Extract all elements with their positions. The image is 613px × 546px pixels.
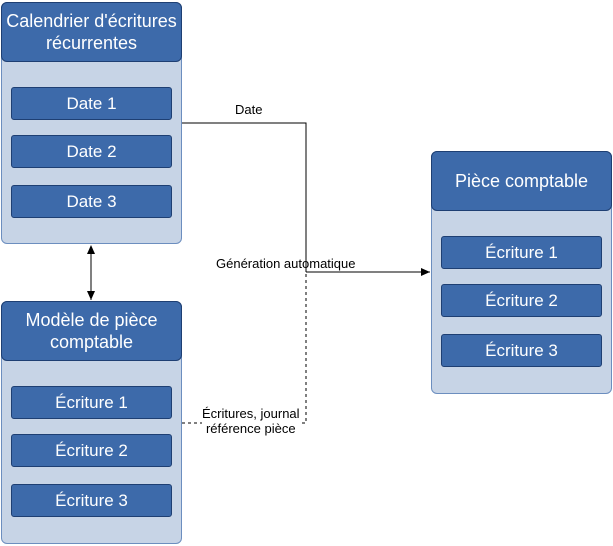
ecritures-edge-label: Écritures, journal référence pièce [202, 406, 300, 436]
model-container: Modèle de pièce comptable Écriture 1 Écr… [1, 301, 182, 544]
model-title-line1: Modèle de pièce [25, 310, 158, 330]
piece-item-ecriture-2: Écriture 2 [441, 284, 602, 317]
model-item-ecriture-2: Écriture 2 [11, 434, 172, 467]
calendar-item-date-1: Date 1 [11, 87, 172, 120]
model-item-ecriture-3: Écriture 3 [11, 484, 172, 517]
model-header: Modèle de pièce comptable [1, 301, 182, 361]
model-item-ecriture-1: Écriture 1 [11, 386, 172, 419]
model-title-line2: comptable [49, 332, 134, 352]
ecritures-edge [182, 272, 307, 424]
calendar-header: Calendrier d'écritures récurrentes [1, 2, 182, 62]
calendar-item-date-3: Date 3 [11, 185, 172, 218]
calendar-container: Calendrier d'écritures récurrentes Date … [1, 2, 182, 244]
piece-title: Pièce comptable [454, 171, 589, 191]
piece-header: Pièce comptable [431, 151, 612, 211]
piece-item-ecriture-1: Écriture 1 [441, 236, 602, 269]
piece-item-ecriture-3: Écriture 3 [441, 334, 602, 367]
generation-edge-label: Génération automatique [216, 256, 356, 271]
calendar-item-date-2: Date 2 [11, 135, 172, 168]
piece-container: Pièce comptable Écriture 1 Écriture 2 Éc… [431, 151, 612, 394]
date-edge-label: Date [235, 102, 263, 117]
ecritures-label-line2: référence pièce [205, 421, 296, 436]
ecritures-label-line1: Écritures, journal [202, 406, 300, 421]
calendar-title-line2: récurrentes [45, 33, 138, 53]
calendar-title-line1: Calendrier d'écritures [6, 11, 177, 31]
date-edge [182, 122, 307, 272]
